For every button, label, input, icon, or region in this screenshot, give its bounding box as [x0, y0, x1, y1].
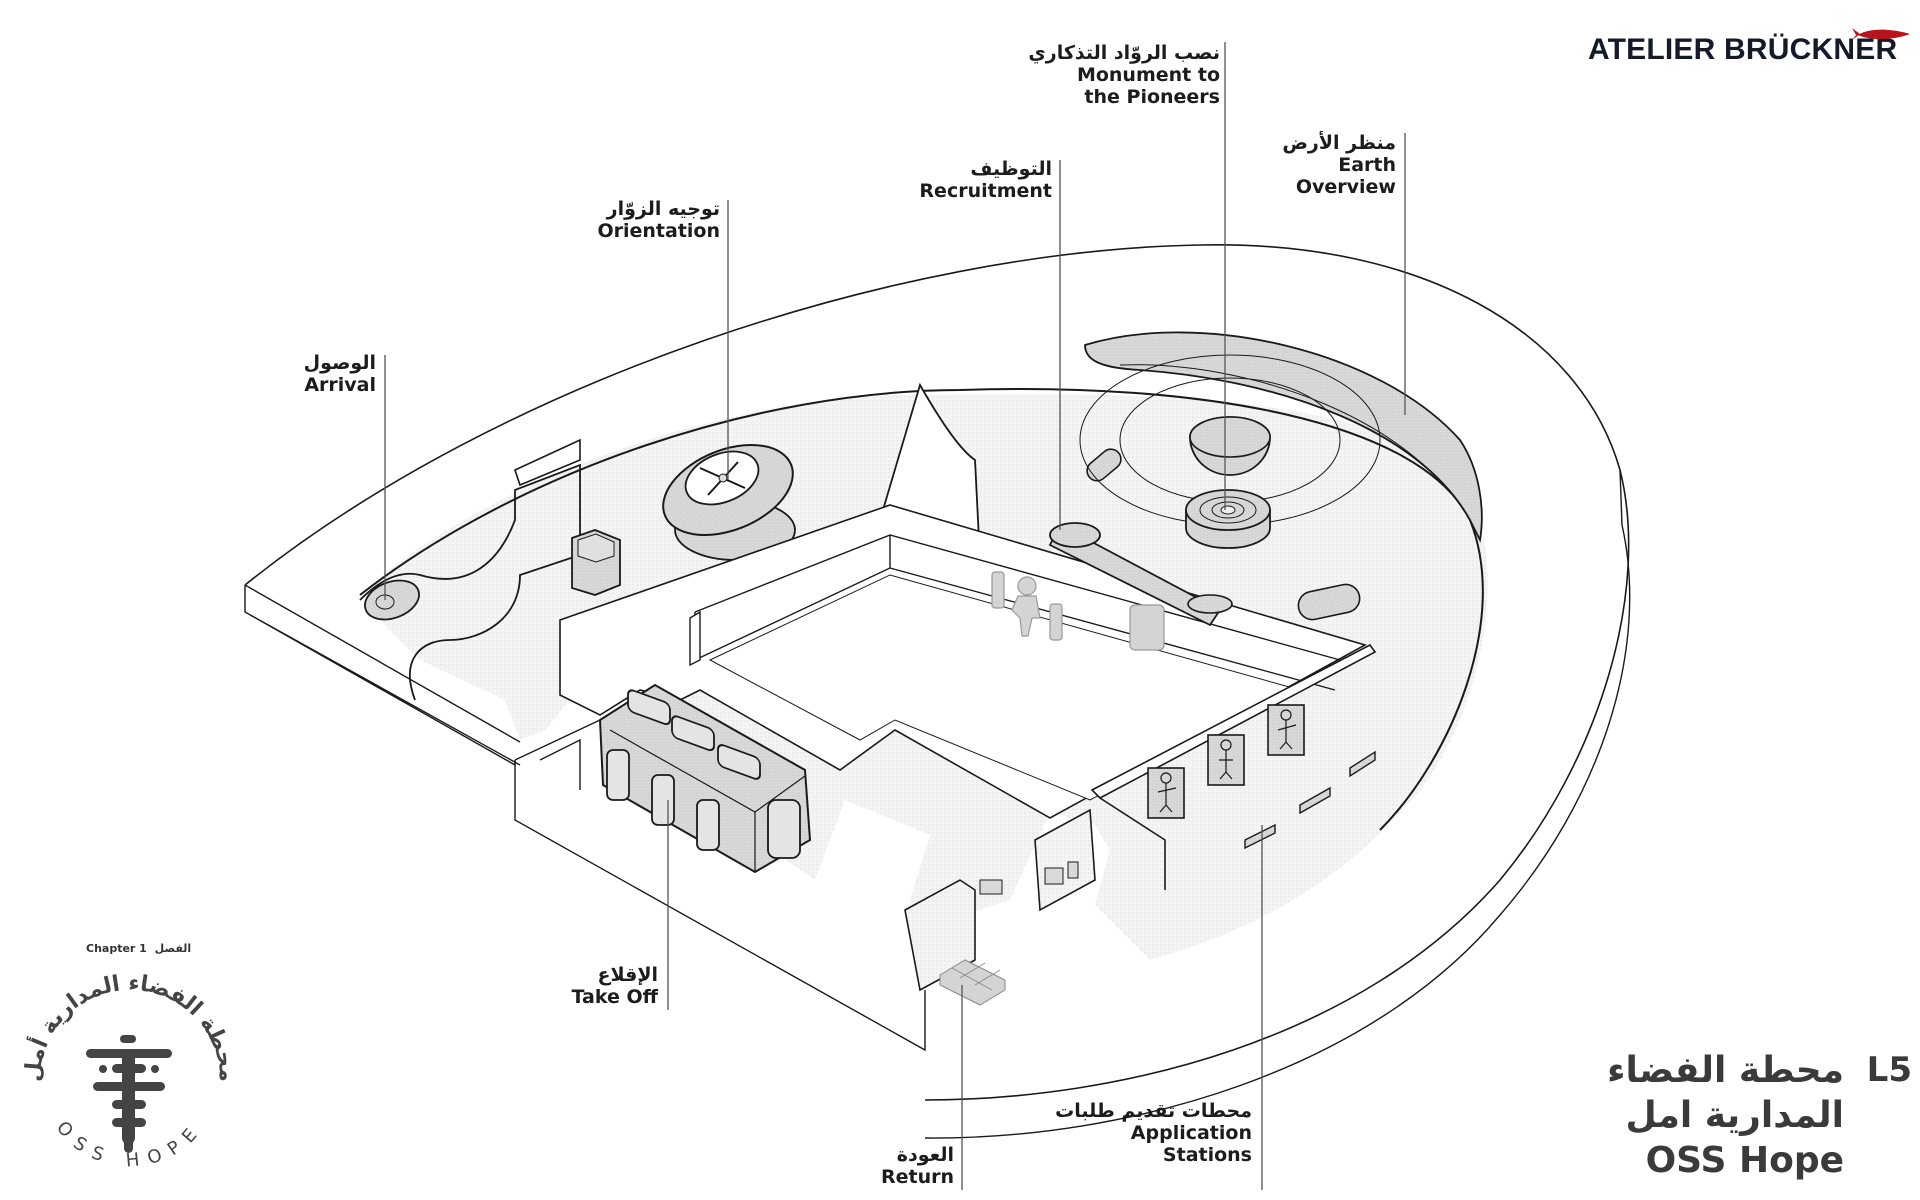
zone-label-en: Arrival	[304, 374, 376, 396]
platform-outer-edge	[244, 244, 1630, 1101]
zone-label-en: Stations	[1162, 1144, 1252, 1166]
zone-label-earth-overview: منظر الأرض Earth Overview	[1282, 132, 1396, 198]
zone-label-en: the Pioneers	[1084, 86, 1220, 108]
application-stations-wall	[1090, 643, 1377, 890]
chapter-ar: الفصل	[154, 942, 192, 955]
pioneers-monument	[1079, 354, 1381, 549]
return-rooms	[904, 808, 1096, 1006]
zone-label-application-stations: محطات تقديم طلبات Application Stations	[1055, 1100, 1252, 1166]
capsule-pod	[1297, 583, 1361, 621]
zone-label-recruitment: التوظيف Recruitment	[919, 158, 1052, 202]
zone-label-ar: التوظيف	[970, 158, 1052, 180]
chapter-en: Chapter 1	[86, 942, 147, 955]
zone-label-take-off: الإقلاع Take Off	[571, 964, 658, 1008]
return-floor-grid	[939, 959, 1006, 1006]
zone-label-ar: توجيه الزوّار	[606, 198, 720, 220]
zone-label-en: Application	[1130, 1122, 1252, 1144]
takeoff-wall	[514, 719, 926, 1052]
zone-label-en: Orientation	[597, 220, 720, 242]
title-arabic-line1: محطة الفضاء	[1607, 1050, 1844, 1091]
zone-label-ar: العودة	[896, 1144, 954, 1166]
capsule-pod	[1086, 448, 1122, 482]
zone-label-en: Recruitment	[919, 180, 1052, 202]
visitor-figures	[991, 571, 1165, 651]
inner-boundary	[359, 387, 1484, 831]
zone-label-en: Earth	[1338, 154, 1396, 176]
platform-rim	[924, 469, 1631, 1139]
zone-label-ar: نصب الروّاد التذكاري	[1028, 42, 1220, 64]
zone-label-ar: الإقلاع	[597, 964, 658, 986]
zone-label-en: Monument to	[1076, 64, 1220, 86]
earth-overview-band	[1084, 331, 1483, 543]
space-station-emblem-icon: محطة الفضاء المدارية أمل OSS HOPE	[21, 971, 240, 1172]
zone-label-ar: محطات تقديم طلبات	[1055, 1100, 1252, 1122]
zone-label-orientation: توجيه الزوّار Orientation	[597, 198, 720, 242]
chapter-label: Chapter 1 الفصل	[86, 942, 191, 955]
atrium-floor	[708, 574, 1302, 801]
brand-logo-text: ATELIER BRÜCKNER	[1588, 33, 1898, 66]
exhibition-title: محطة الفضاء المدارية امل OSS Hope	[1607, 1048, 1844, 1183]
zone-label-ar: الوصول	[303, 352, 376, 374]
orientation-wheel	[662, 444, 796, 561]
title-arabic-line2: المدارية امل	[1625, 1095, 1845, 1136]
level-indicator: L5	[1866, 1050, 1912, 1090]
arrival-corridor	[359, 463, 581, 701]
recruitment-ramp	[1048, 522, 1233, 627]
leader-lines	[384, 42, 1406, 1190]
zone-label-arrival: الوصول Arrival	[304, 352, 376, 396]
arrival-pod	[364, 579, 420, 621]
zone-label-monument: نصب الروّاد التذكاري Monument to the Pio…	[1028, 42, 1220, 108]
zone-label-en: Take Off	[571, 986, 658, 1008]
take-off-capsule	[598, 683, 812, 874]
station-glyph	[86, 1035, 172, 1153]
zone-label-en: Overview	[1295, 176, 1396, 198]
zone-label-ar: منظر الأرض	[1282, 132, 1396, 154]
fish-icon	[1852, 28, 1910, 40]
zone-label-en: Return	[880, 1166, 954, 1188]
title-english: OSS Hope	[1645, 1140, 1844, 1181]
zone-label-return: العودة Return	[881, 1144, 954, 1188]
